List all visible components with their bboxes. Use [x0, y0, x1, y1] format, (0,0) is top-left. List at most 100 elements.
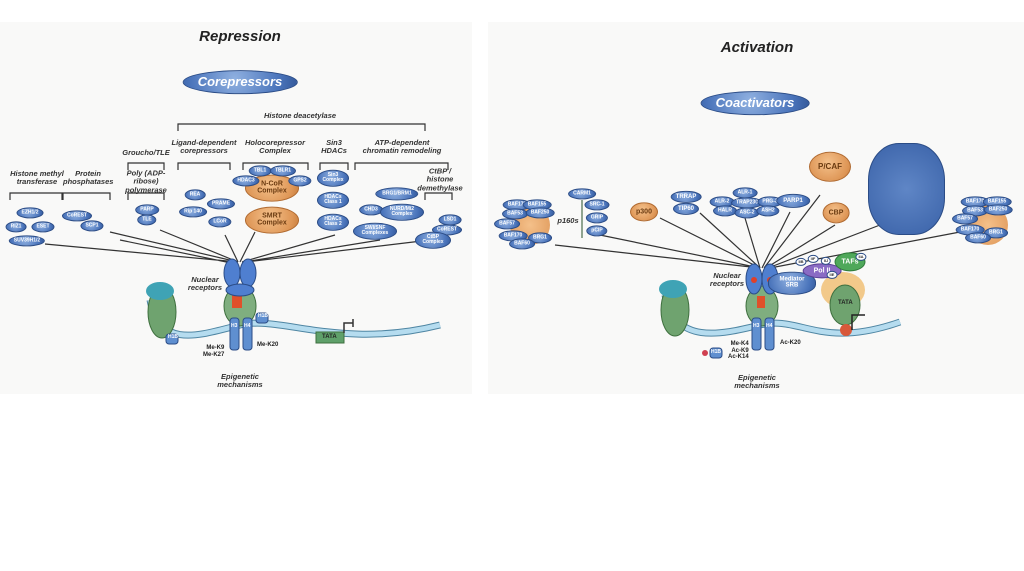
- bracket-phosphatases: [62, 192, 111, 200]
- bracket-groucho: [127, 162, 165, 170]
- tf-iie: IIE: [826, 270, 838, 280]
- h1b-label: H1B: [711, 349, 722, 355]
- histone-mods-left: Me-K4 Ac-K9 Ac-K14: [728, 341, 749, 361]
- groucho-header: Groucho/TLE: [122, 147, 170, 157]
- repression-arrow: [343, 319, 354, 333]
- receptor-left: [223, 258, 241, 288]
- protein-src1: SRC-1: [584, 199, 610, 211]
- tata-label: TATA: [838, 300, 853, 306]
- protein-baf: BAF250: [983, 204, 1013, 216]
- nuclear-receptors-label: Nuclear receptors: [709, 270, 745, 288]
- tata-box: [315, 331, 345, 344]
- phosphatases-header: Protein phosphatases: [63, 168, 114, 186]
- p300-complex: p300: [630, 202, 658, 222]
- bracket-ligand: [177, 162, 231, 170]
- tf-iif: IIF: [807, 254, 819, 264]
- protein-baf: BAF57: [494, 218, 520, 230]
- protein-trrap: TRRAP: [670, 190, 702, 204]
- ctbp-header: CtBP / histone demethylase: [417, 166, 463, 193]
- protein-hdac3: HDAC3: [232, 175, 260, 187]
- h1b-label: H1B: [258, 313, 269, 319]
- protein-eset: ESET: [31, 221, 55, 233]
- brg1-brm1: BRG1/BRM1: [375, 187, 419, 201]
- protein-parp1: PARP1: [776, 193, 810, 209]
- protein-riz1: RIZ1: [5, 221, 27, 233]
- swisnf-complexes: SWI/SNF Complexes: [353, 222, 397, 240]
- protein-baf: BAF250: [525, 207, 555, 219]
- bracket-hmt: [9, 192, 63, 200]
- hmt-header: Histone methyl transferase: [10, 168, 64, 186]
- tf-iij: IIJ: [820, 256, 832, 266]
- chromatin-activation: [659, 263, 902, 359]
- protein-rea: REA: [184, 189, 206, 201]
- h1b-label: H1B: [168, 334, 179, 340]
- tf-iib: IIB: [795, 257, 807, 267]
- bracket-ctbp: [424, 192, 453, 200]
- pcaf-complex: P/CAF: [809, 151, 851, 183]
- h4-label: H4: [244, 323, 251, 329]
- hdacs-class1: HDACs Class 1: [317, 191, 349, 209]
- sin3-complex: Sin3 Complex: [317, 169, 349, 187]
- activation-title: Activation: [720, 38, 794, 56]
- h3-label: H3: [753, 323, 760, 329]
- protein-gps2: GPS2: [288, 175, 312, 187]
- tafs: TAFs: [834, 252, 866, 272]
- atp-header: ATP-dependent chromatin remodeling: [362, 137, 442, 155]
- phospho-dot: [702, 350, 708, 356]
- histone-mods-right: Ac-K20: [780, 340, 801, 346]
- receptor-right: [239, 258, 257, 288]
- protein-ash2: ASH2: [756, 205, 780, 217]
- ligand-header: Ligand-dependent corepressors: [171, 137, 237, 155]
- histone-mods-left: Me-K9 Me-K27: [203, 345, 225, 358]
- smrt-complex: SMRT Complex: [245, 206, 299, 234]
- sin3-header: Sin3 HDACs: [321, 137, 347, 155]
- protein-suv39: SUV39H1/2: [8, 235, 46, 247]
- protein-scp1: SCP1: [80, 220, 104, 232]
- protein-tbl1: TBL1: [248, 165, 272, 177]
- protein-rip140: Rip 140: [179, 206, 207, 218]
- h3-label: H3: [231, 323, 238, 329]
- ctbp-complex: CtBP Complex: [415, 231, 451, 249]
- protein-tip60: TIP60: [672, 202, 700, 216]
- bracket-parp: [127, 192, 165, 200]
- protein-baf: BAF60: [509, 238, 535, 250]
- mediator-srb: Mediator SRB: [768, 271, 816, 295]
- corepressors-label: Corepressors: [182, 70, 298, 94]
- epigenetic-label: Epigenetic mechanisms: [217, 371, 263, 389]
- bracket-sin3: [319, 162, 349, 170]
- p160s-label: p160s: [557, 215, 579, 225]
- protein-baf: BRG1: [528, 232, 552, 244]
- protein-carm1: CARM1: [568, 188, 596, 200]
- cbp-complex: CBP: [822, 202, 850, 224]
- ligand-red: [232, 292, 242, 308]
- protein-tblr1: TBLR1: [269, 165, 297, 177]
- parp-header: Poly (ADP-ribose) polymerase: [125, 168, 167, 195]
- coactivators-label: Coactivators: [700, 91, 810, 115]
- holo-header: Holocorepressor Complex: [245, 137, 306, 155]
- nuclear-receptors-label: Nuclear receptors: [187, 274, 223, 292]
- nurd-complex: NURD/Mi2 Complex: [380, 203, 424, 221]
- protein-baf: BAF60: [965, 232, 991, 244]
- tf-iia: IIA: [855, 252, 867, 262]
- activation-arrow: [851, 314, 865, 330]
- protein-prame: PRAME: [206, 198, 236, 210]
- repression-title: Repression: [199, 27, 281, 45]
- bracket-hdac: [177, 123, 426, 131]
- protein-ezh: EZH1/2: [16, 207, 44, 219]
- bracket-holo: [242, 162, 309, 170]
- protein-corest: CoREST: [62, 210, 92, 222]
- hdac-header: Histone deacetylase: [263, 110, 337, 120]
- mediator-cluster: [868, 143, 945, 235]
- protein-lcor: LCoR: [208, 216, 232, 228]
- epigenetic-label: Epigenetic mechanisms: [734, 372, 780, 390]
- hdacs-class2: HDACs Class 2: [317, 213, 349, 231]
- protein-pcip: pCIP: [586, 225, 608, 237]
- nucleosome-cap: [146, 282, 174, 300]
- phospho-cluster: [840, 324, 852, 336]
- protein-grip: GRIP: [585, 212, 609, 224]
- protein-tle: TLE: [137, 214, 157, 226]
- tata-label: TATA: [322, 334, 337, 340]
- bracket-atp: [354, 162, 449, 170]
